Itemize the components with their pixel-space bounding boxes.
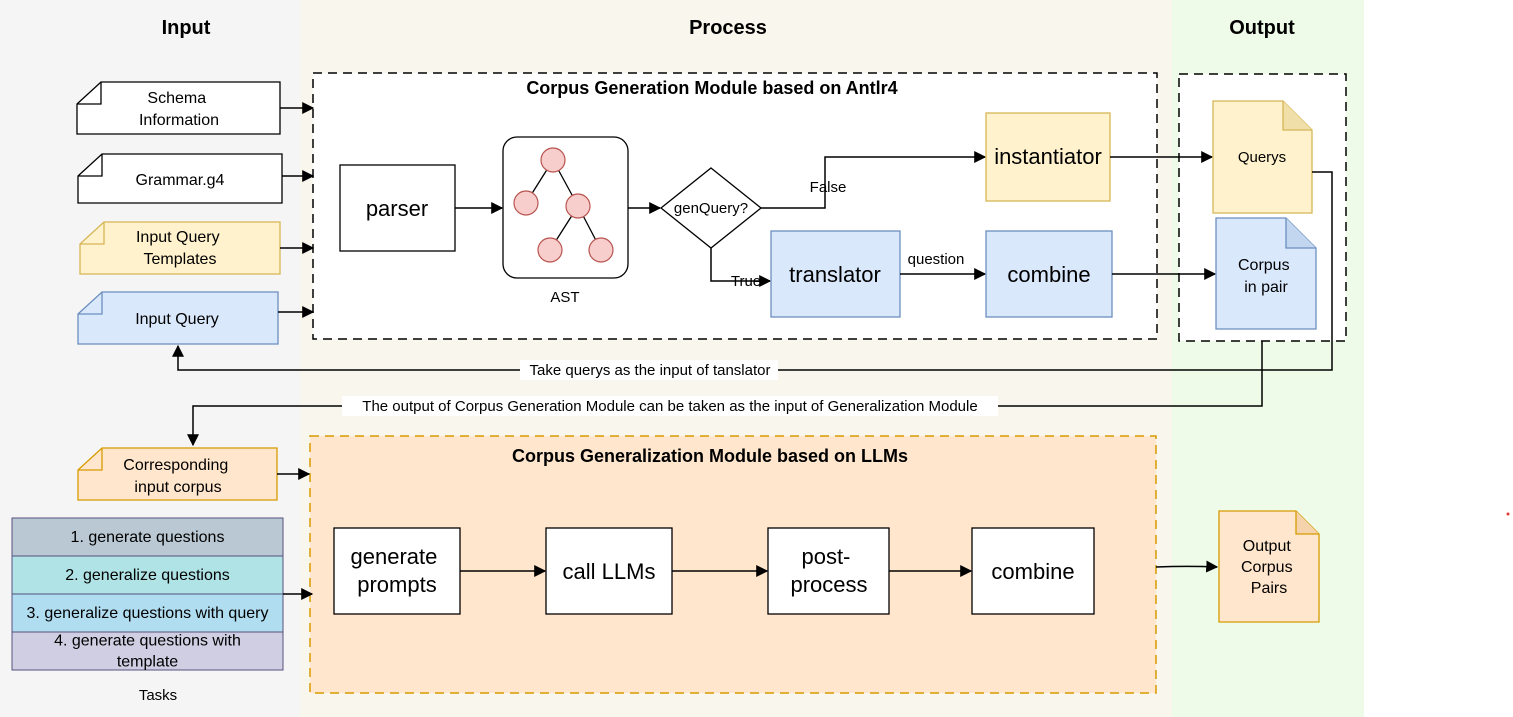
combine-box-generalization <box>971 527 1095 615</box>
ast-node <box>588 237 614 263</box>
task-item <box>11 517 284 557</box>
false-label: False <box>810 179 847 196</box>
task-item <box>11 631 284 671</box>
call-llms-box <box>545 527 673 615</box>
querys-label: Querys <box>1238 149 1286 166</box>
true-label: True <box>731 273 761 290</box>
ast-node <box>540 147 566 173</box>
process-column-title: Process <box>689 17 767 39</box>
genquery-label: genQuery? <box>674 200 748 217</box>
question-label: question <box>908 251 965 268</box>
feedback-querys-label: Take querys as the input of tanslator <box>530 362 771 379</box>
feedback-generation-label: The output of Corpus Generation Module c… <box>362 398 977 415</box>
instantiator-label: instantiator <box>994 144 1102 169</box>
generalization-module-title: Corpus Generalization Module based on LL… <box>512 446 908 466</box>
post-process-box <box>767 527 890 615</box>
ast-node <box>537 237 563 263</box>
output-corpus-pairs-label: Output Corpus Pairs <box>1241 538 1297 597</box>
schema-information-label: Schema Information <box>139 90 219 129</box>
ast-node <box>513 190 539 216</box>
generation-module-title: Corpus Generation Module based on Antlr4 <box>526 78 897 98</box>
combine-label-generation: combine <box>1007 262 1090 287</box>
task-item-label: 1. generate questions <box>71 529 225 546</box>
input-column-title: Input <box>162 17 211 39</box>
combine-box-generation <box>985 230 1113 318</box>
task-item-label: 2. generalize questions <box>65 567 230 584</box>
input-query-doc <box>77 291 279 345</box>
parser-box <box>339 164 456 252</box>
translator-label: translator <box>789 262 881 287</box>
input-query-label: Input Query <box>135 311 219 328</box>
call-llms-label: call LLMs <box>563 559 656 584</box>
combine-label-generalization: combine <box>991 559 1074 584</box>
generate-prompts-label: generate prompts <box>351 544 444 597</box>
grammar-label: Grammar.g4 <box>136 172 225 189</box>
output-corpus-pairs-doc <box>1218 510 1320 623</box>
generate-prompts-box <box>333 527 461 615</box>
corresponding-input-corpus-label: Corresponding input corpus <box>123 457 232 496</box>
ast-node <box>565 193 591 219</box>
corpus-in-pair-label: Corpus in pair <box>1238 257 1294 296</box>
task-item-label: 3. generalize questions with query <box>27 605 269 622</box>
tasks-list: 1. generate questions 2. generalize quest… <box>11 517 284 671</box>
translator-box <box>770 230 901 318</box>
grammar-doc <box>77 153 283 204</box>
ast-label: AST <box>550 289 579 306</box>
task-item <box>11 555 284 595</box>
parser-label: parser <box>366 196 428 221</box>
tasks-caption: Tasks <box>139 687 177 704</box>
input-query-templates-label: Input Query Templates <box>136 229 224 268</box>
task-item <box>11 593 284 633</box>
instantiator-box <box>985 112 1111 202</box>
stray-dot <box>1506 512 1510 516</box>
post-process-label: post- process <box>790 544 867 597</box>
output-column-title: Output <box>1229 17 1295 39</box>
